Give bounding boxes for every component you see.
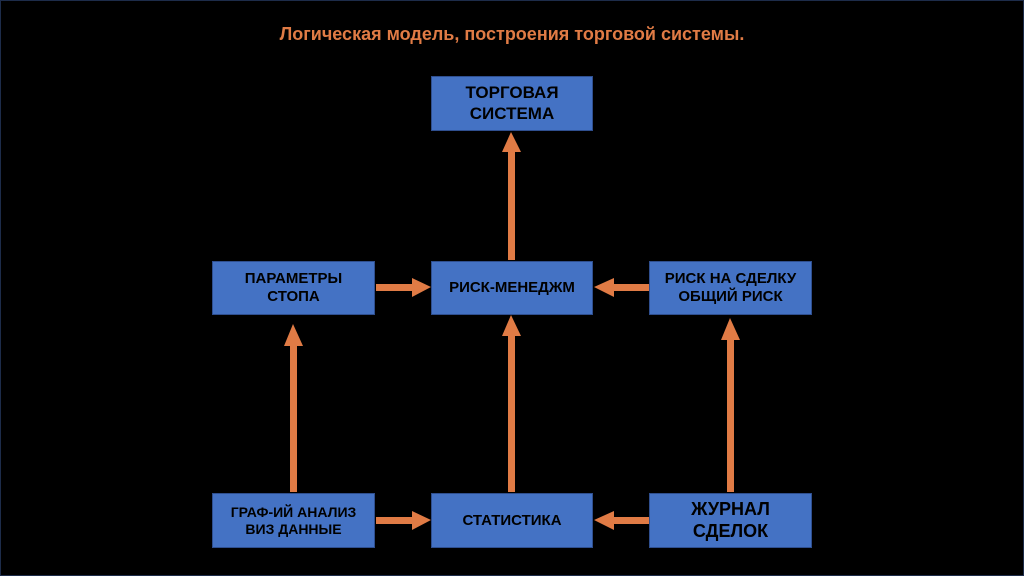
diagram-title: Логическая модель, построения торговой с… — [279, 24, 745, 44]
node-trading-system: ТОРГОВАЯ СИСТЕМА — [431, 76, 593, 131]
edge-stop-params-to-risk-management — [376, 278, 431, 297]
node-statistics-line1: СТАТИСТИКА — [462, 511, 562, 529]
edge-graph-analysis-to-statistics — [376, 511, 431, 530]
node-trade-journal-line1: ЖУРНАЛ — [691, 498, 770, 519]
edge-trade-journal-to-trade-risk — [721, 318, 740, 492]
edge-graph-analysis-to-stop-params — [284, 324, 303, 492]
node-graph-analysis: ГРАФ-ИЙ АНАЛИЗ ВИЗ ДАННЫЕ — [212, 493, 375, 548]
node-stop-params-line1: ПАРАМЕТРЫ — [244, 270, 343, 287]
edge-statistics-to-risk-management — [502, 315, 521, 492]
node-stop-params: ПАРАМЕТРЫ СТОПА — [212, 261, 375, 315]
node-graph-analysis-line1: ГРАФ-ИЙ АНАЛИЗ — [230, 503, 357, 520]
edge-trade-risk-to-risk-management — [594, 278, 649, 297]
node-trade-risk: РИСК НА СДЕЛКУ ОБЩИЙ РИСК — [649, 261, 812, 315]
node-risk-management: РИСК-МЕНЕДЖМ — [431, 261, 593, 315]
node-graph-analysis-line2: ВИЗ ДАННЫЕ — [245, 520, 342, 537]
node-stop-params-line2: СТОПА — [267, 288, 320, 305]
edge-trade-journal-to-statistics — [594, 511, 649, 530]
node-statistics: СТАТИСТИКА — [431, 493, 593, 548]
node-trade-journal: ЖУРНАЛ СДЕЛОК — [649, 493, 812, 548]
node-trading-system-line1: ТОРГОВАЯ — [465, 83, 559, 103]
node-trade-journal-line2: СДЕЛОК — [692, 520, 769, 541]
node-trade-risk-line2: ОБЩИЙ РИСК — [678, 288, 783, 305]
node-trade-risk-line1: РИСК НА СДЕЛКУ — [664, 270, 797, 287]
node-trading-system-line2: СИСТЕМА — [469, 103, 555, 123]
node-risk-management-line1: РИСК-МЕНЕДЖМ — [449, 279, 575, 296]
edge-risk-management-to-trading-system — [502, 132, 521, 260]
